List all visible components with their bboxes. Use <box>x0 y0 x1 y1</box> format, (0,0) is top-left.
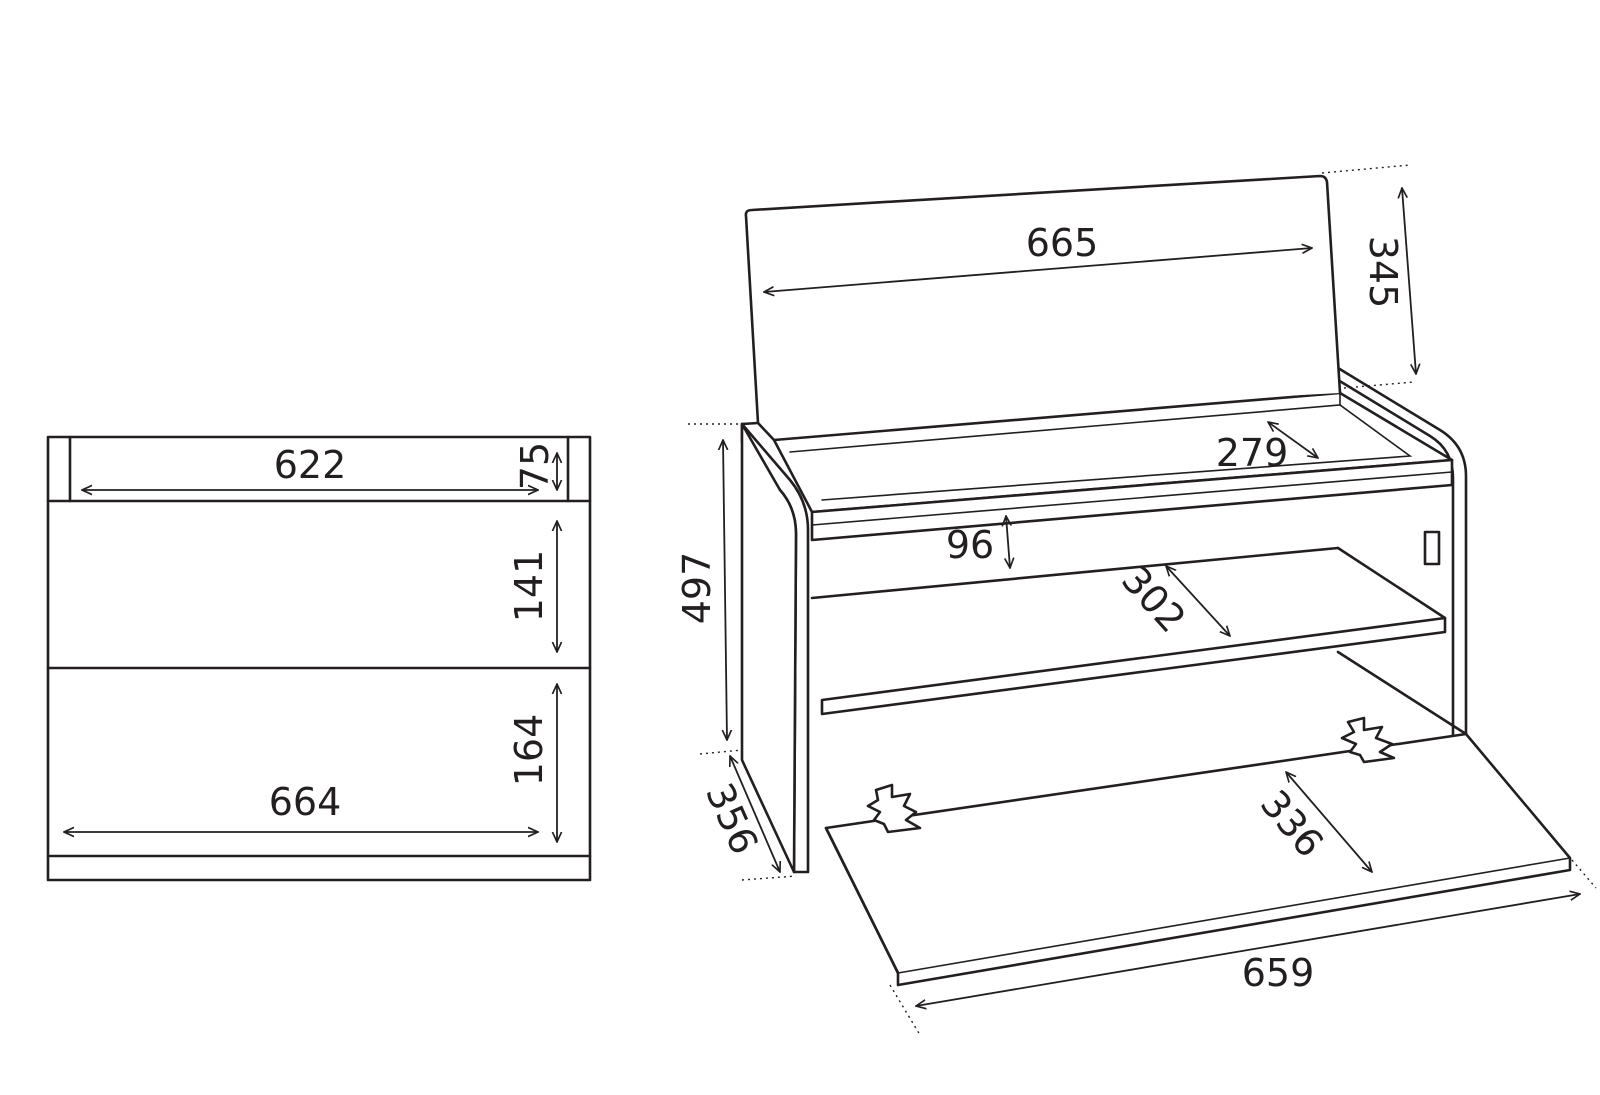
front-outline <box>46 435 592 882</box>
right-side-panel-outer <box>1336 366 1468 762</box>
dim-label-rail-height: 96 <box>946 523 994 567</box>
dim-label-lid-height: 345 <box>1361 236 1405 309</box>
dim-arrow-rail-height <box>1006 516 1010 568</box>
ext-line-height-bottom <box>699 749 743 755</box>
door-panel <box>824 732 1572 987</box>
seat-box-rail-edge <box>811 471 1453 526</box>
dim-label-lid-width: 665 <box>1026 221 1099 265</box>
dim-label-middle-height: 141 <box>507 550 551 623</box>
lower-compartment-edge <box>1336 650 1468 736</box>
dim-label-bottom-width: 664 <box>269 780 342 824</box>
dim-arrow-lid-height <box>1402 188 1416 374</box>
seat-box-front-rail <box>810 458 1454 542</box>
left-panel-top-cap <box>740 421 760 426</box>
hinge-right-icon <box>1340 716 1396 764</box>
hinge-left-icon <box>866 783 922 834</box>
dim-label-total-width: 659 <box>1242 951 1315 995</box>
dim-label-shelf-depth: 302 <box>1113 558 1194 641</box>
shelf-side-edge <box>1336 546 1447 620</box>
lid-hinge-edge <box>756 421 776 442</box>
dim-arrow-side-depth <box>730 756 780 872</box>
ext-line-depth-bottom <box>741 875 797 881</box>
seat-box-bottom-edge <box>810 546 1340 600</box>
seat-box-inner-rim <box>789 404 1413 501</box>
door-left-edge <box>824 826 900 975</box>
side-handle-cutout <box>1423 530 1441 566</box>
perspective-view: 665 345 279 96 302 497 356 336 659 <box>675 164 1597 1036</box>
front-view: 622 75 141 164 664 <box>46 435 592 882</box>
ext-line-width-left <box>889 984 921 1036</box>
dim-arrow-lid-width <box>764 248 1312 292</box>
dim-label-inner-depth: 279 <box>1216 431 1289 475</box>
dim-label-total-height: 497 <box>675 552 719 625</box>
dim-label-top-height: 75 <box>513 442 557 490</box>
dim-arrow-total-width <box>916 894 1580 1006</box>
ext-line-lid-top <box>1321 164 1411 174</box>
dim-label-top-width: 622 <box>274 443 347 487</box>
dim-arrow-door-depth <box>1286 772 1372 872</box>
ext-line-lid-bottom <box>1343 381 1415 389</box>
dim-label-bottom-height: 164 <box>507 714 551 787</box>
ext-line-width-right <box>1571 859 1597 889</box>
shelf-front <box>820 616 1447 716</box>
dim-arrow-shelf-depth <box>1166 566 1230 636</box>
dim-arrow-inner-depth <box>1268 422 1318 458</box>
dim-arrow-total-height <box>723 440 727 740</box>
lid-panel <box>744 174 1342 424</box>
